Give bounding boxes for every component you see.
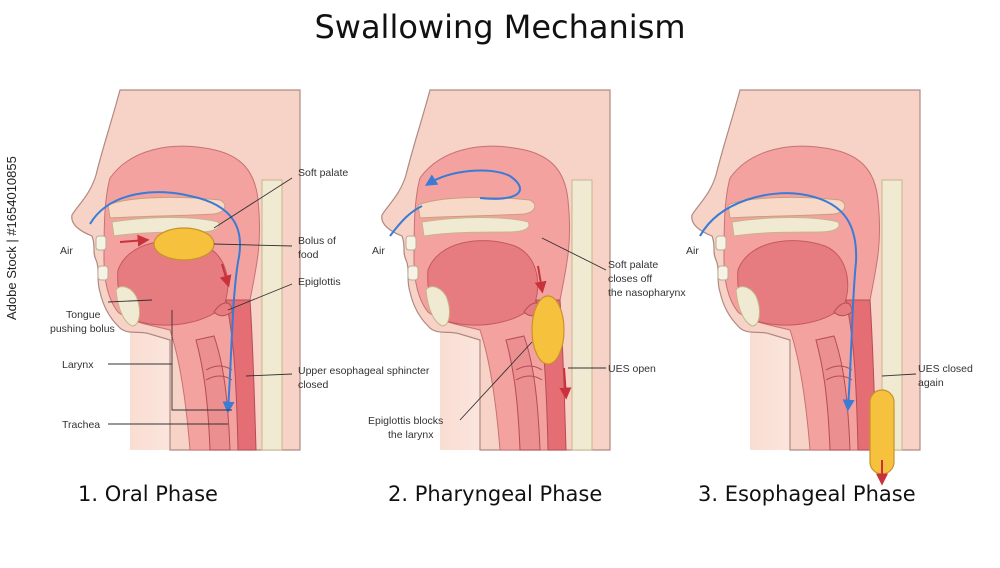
label-epiglottis: the larynx [388, 429, 434, 441]
label-ues: UES open [608, 363, 656, 375]
label-ues: UES closed [918, 363, 973, 375]
air-arrow [424, 169, 521, 200]
label-ues: again [918, 377, 944, 389]
bolus-of-food [531, 295, 565, 365]
label-trachea: Trachea [62, 419, 100, 431]
phase-label-oral: 1. Oral Phase [78, 482, 218, 506]
watermark-text: Adobe Stock | #1654010855 [4, 156, 19, 320]
air-arrow [699, 192, 858, 412]
label-ues: Upper esophageal sphincter [298, 365, 430, 377]
label-bolus: food [298, 249, 319, 261]
air-arrow [89, 191, 242, 414]
label-soft-palate: Soft palate [608, 259, 658, 271]
phase-label-esophageal: 3. Esophageal Phase [698, 482, 916, 506]
label-ues: closed [298, 379, 329, 391]
label-soft-palate: the nasopharynx [608, 287, 686, 299]
food-arrow [119, 234, 150, 247]
panel-esophageal: Air UES closed again [686, 89, 973, 486]
label-air: Air [60, 245, 73, 257]
label-tongue: Tongue [66, 309, 101, 321]
label-bolus: Bolus of [298, 235, 336, 247]
label-epiglottis: Epiglottis [298, 276, 341, 288]
panel-oral: Air Soft palate Bolus of food Epiglottis… [50, 89, 430, 451]
food-arrow [534, 265, 547, 294]
phase-label-pharyngeal: 2. Pharyngeal Phase [388, 482, 603, 506]
label-larynx: Larynx [62, 359, 94, 371]
air-arrow [389, 205, 423, 237]
panel-pharyngeal: Air Soft palate closes off the nasophary… [368, 89, 686, 451]
bolus-of-food [153, 227, 215, 261]
label-air: Air [372, 245, 385, 257]
label-soft-palate: closes off [608, 273, 652, 285]
food-arrow [219, 263, 232, 288]
page-title: Swallowing Mechanism [314, 8, 686, 46]
label-tongue: pushing bolus [50, 323, 115, 335]
label-soft-palate: Soft palate [298, 167, 348, 179]
food-arrow [559, 367, 572, 400]
label-epiglottis: Epiglottis blocks [368, 415, 443, 427]
label-air: Air [686, 245, 699, 257]
